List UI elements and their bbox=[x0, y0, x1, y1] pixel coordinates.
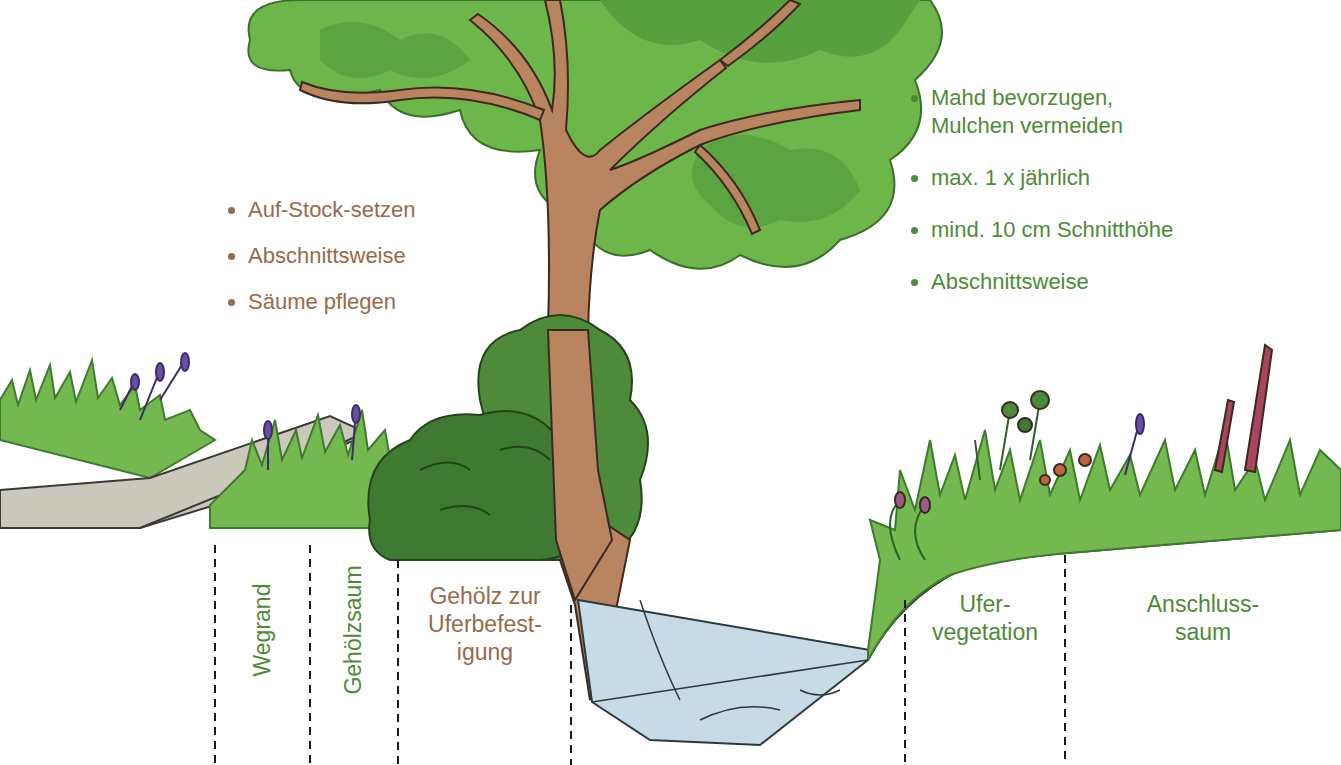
zone-label: Ufer- vegetation bbox=[915, 590, 1055, 646]
care-item: max. 1 x jährlich bbox=[931, 164, 1173, 192]
tree-branches bbox=[300, 0, 860, 330]
care-item: Mahd bevorzugen, Mulchen vermeiden bbox=[931, 84, 1146, 140]
care-item: Abschnittsweise bbox=[931, 268, 1173, 296]
water-surface bbox=[592, 600, 868, 720]
care-note: Auf-Stock-setzen bbox=[248, 197, 416, 222]
flowers bbox=[120, 353, 189, 420]
tall-herbs bbox=[890, 345, 1272, 560]
zone-label: Gehölzsaum bbox=[338, 565, 366, 694]
zone-divider bbox=[215, 545, 1065, 765]
care-note: Mahd bevorzugen, Mulchen vermeiden bbox=[931, 85, 1123, 138]
care-note: Abschnittsweise bbox=[931, 269, 1089, 294]
stream bbox=[578, 600, 870, 745]
flowers bbox=[264, 405, 360, 470]
tree-trunk bbox=[548, 330, 612, 600]
care-list: Auf-Stock-setzenAbschnittsweiseSäume pfl… bbox=[222, 196, 416, 316]
care-list: Mahd bevorzugen, Mulchen vermeiden max. 1… bbox=[905, 84, 1173, 296]
care-note: Abschnittsweise bbox=[248, 243, 406, 268]
care-item: Abschnittsweise bbox=[248, 242, 416, 270]
zone-label: Anschluss- saum bbox=[1128, 590, 1278, 646]
care-item: Auf-Stock-setzen bbox=[248, 196, 416, 224]
care-note: Säume pflegen bbox=[248, 289, 396, 314]
zone-label: Gehölz zur Uferbefest- igung bbox=[410, 582, 560, 666]
care-item: Säume pflegen bbox=[248, 288, 416, 316]
care-note: mind. 10 cm Schnitthöhe bbox=[931, 217, 1173, 242]
grass bbox=[868, 430, 1341, 660]
care-item: mind. 10 cm Schnitthöhe bbox=[931, 216, 1173, 244]
zone-label: Wegrand bbox=[248, 584, 276, 677]
care-note: max. 1 x jährlich bbox=[931, 165, 1090, 190]
grass bbox=[0, 360, 215, 478]
